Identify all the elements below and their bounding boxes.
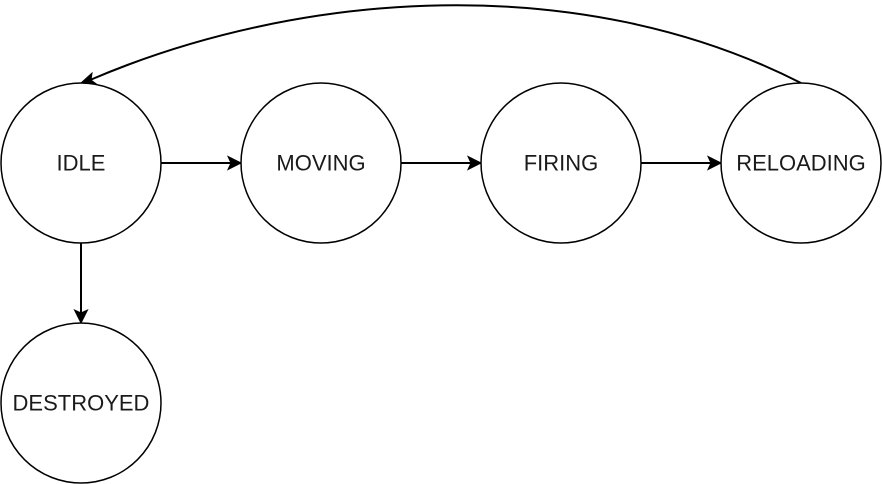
state-reloading: RELOADING (720, 82, 882, 244)
state-label-reloading: RELOADING (736, 151, 866, 176)
state-destroyed: DESTROYED (0, 322, 162, 484)
state-label-moving: MOVING (276, 151, 365, 176)
transition-idle-to-moving (161, 155, 243, 171)
state-label-idle: IDLE (57, 151, 106, 176)
transition-reloading-to-idle (79, 4, 802, 86)
state-label-firing: FIRING (524, 151, 599, 176)
state-moving: MOVING (240, 82, 402, 244)
state-firing: FIRING (480, 82, 642, 244)
state-idle: IDLE (0, 82, 162, 244)
transitions (73, 4, 802, 325)
transition-idle-to-destroyed (73, 243, 89, 325)
transition-firing-to-reloading (641, 155, 723, 171)
states: IDLE MOVING FIRING RELOADING DESTROYED (0, 82, 882, 484)
transition-moving-to-firing (401, 155, 483, 171)
state-label-destroyed: DESTROYED (13, 391, 150, 416)
